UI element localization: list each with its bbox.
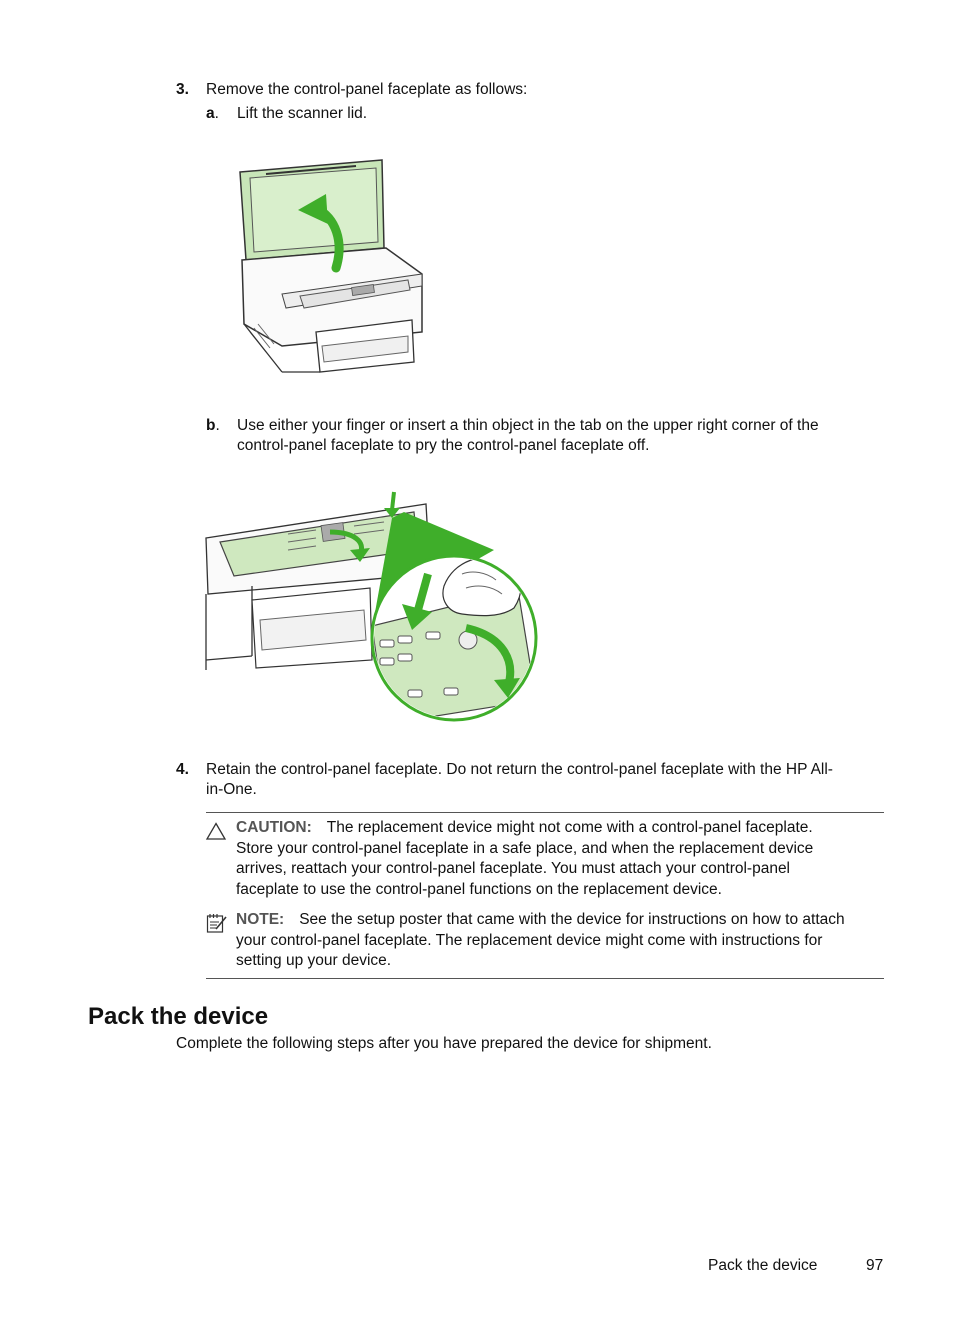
caution-block: CAUTION:The replacement device might not… <box>236 818 884 900</box>
faceplate-removal-illustration <box>205 491 538 722</box>
printer-lid-lift-illustration <box>239 159 423 373</box>
caution-line-3: arrives, reattach your control-panel fac… <box>236 860 791 877</box>
step-4-line-2: in-One. <box>206 781 257 798</box>
step-3a-letter: a. <box>206 105 219 122</box>
step-4-number: 4. <box>176 761 189 778</box>
step-3a-text: Lift the scanner lid. <box>237 105 368 122</box>
note-pad-icon <box>206 914 227 933</box>
step-3-number: 3. <box>176 81 189 98</box>
step-3b-letter: b. <box>206 417 220 434</box>
caution-line-4: faceplate to use the control-panel funct… <box>236 880 722 898</box>
note-line-1: NOTE:See the setup poster that came with… <box>236 911 845 928</box>
section-title: Pack the device <box>88 1003 269 1030</box>
footer-section-name: Pack the device <box>708 1257 818 1274</box>
caution-line-2: Store your control-panel faceplate in a … <box>236 839 814 857</box>
step-4-line-1: Retain the control-panel faceplate. Do n… <box>206 761 833 778</box>
note-block: NOTE:See the setup poster that came with… <box>236 910 884 972</box>
caution-triangle-icon <box>205 822 227 840</box>
footer-page-number: 97 <box>866 1257 884 1274</box>
note-line-2: your control-panel faceplate. The replac… <box>236 931 823 949</box>
notice-bottom-rule <box>206 978 884 979</box>
section-intro: Complete the following steps after you h… <box>176 1035 712 1052</box>
step-3-text: Remove the control-panel faceplate as fo… <box>206 81 528 98</box>
caution-line-1: CAUTION:The replacement device might not… <box>236 819 813 836</box>
notice-top-rule <box>206 812 884 813</box>
caution-label: CAUTION: <box>236 819 312 836</box>
note-line-3: setting up your device. <box>236 952 392 969</box>
note-label: NOTE: <box>236 911 285 928</box>
step-3b-line-1: Use either your finger or insert a thin … <box>237 417 819 434</box>
step-3b-line-2: control-panel faceplate to pry the contr… <box>237 437 650 454</box>
